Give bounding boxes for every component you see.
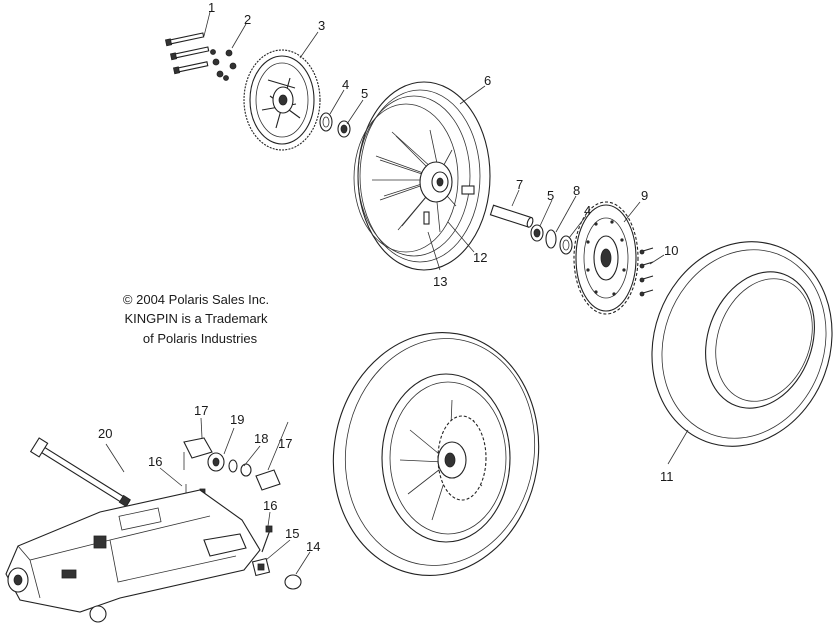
callout-14: 14 [306,539,320,554]
callout-7: 7 [516,177,523,192]
part-spacer-tube [489,204,534,228]
callout-1: 1 [208,0,215,15]
part-disc-bolts [639,247,654,297]
callout-2: 2 [244,12,251,27]
callout-16: 16 [148,454,162,469]
part-chain-adjusters [183,437,281,512]
part-axle [29,437,131,508]
callout-20: 20 [98,426,112,441]
callout-11: 11 [660,469,674,484]
leader-lines [105,11,689,575]
part-tire [651,241,833,447]
copyright-note: © 2004 Polaris Sales Inc. KINGPIN is a T… [123,292,269,346]
part-valve-stem [423,185,475,225]
callout-13: 13 [433,274,447,289]
part-bearing-right [530,224,573,255]
callout-6: 6 [484,73,491,88]
callout-4: 4 [342,77,349,92]
part-sprocket-pulley [243,49,321,151]
part-nuts [210,49,237,81]
callout-9: 9 [641,188,648,203]
part-blocks [251,557,302,590]
callout-labels: 1 2 3 4 5 6 7 5 8 4 9 10 12 13 11 20 17 … [98,0,678,554]
copyright-line-2: KINGPIN is a Trademark [124,311,268,326]
part-bolts [164,32,210,75]
callout-17: 17 [194,403,208,418]
copyright-line-1: © 2004 Polaris Sales Inc. [123,292,269,307]
callout-4b: 4 [584,203,591,218]
callout-10: 10 [664,243,678,258]
callout-8: 8 [573,183,580,198]
part-brake-disc [573,201,639,315]
part-swing-arm [5,489,261,623]
callout-3: 3 [318,18,325,33]
callout-19: 19 [230,412,244,427]
callout-17b: 17 [278,436,292,451]
callout-15: 15 [285,526,299,541]
callout-18: 18 [254,431,268,446]
copyright-line-3: of Polaris Industries [143,331,258,346]
callout-5: 5 [361,86,368,101]
part-assembled-wheel [332,332,540,576]
callout-12: 12 [473,250,487,265]
callout-16b: 16 [263,498,277,513]
part-wheel-rim [353,81,491,271]
part-bearing-left [319,112,351,138]
callout-5b: 5 [547,188,554,203]
